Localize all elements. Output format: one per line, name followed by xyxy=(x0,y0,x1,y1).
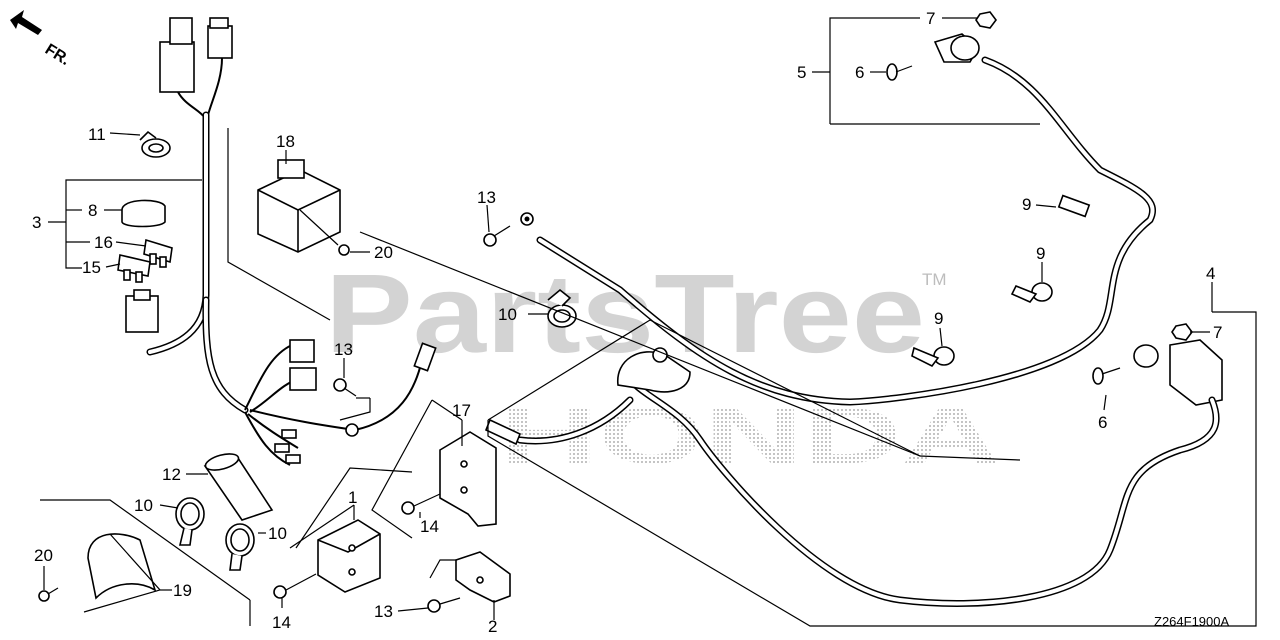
screw-part-20-a xyxy=(38,587,59,602)
clip-part-9-a xyxy=(1057,194,1091,218)
callout: 9 xyxy=(1022,195,1031,214)
callout: 8 xyxy=(88,201,97,220)
callout: 6 xyxy=(1098,413,1107,432)
callout: 7 xyxy=(926,9,935,28)
clamp-part-10-b xyxy=(225,523,255,571)
front-arrow-icon: FR. xyxy=(10,10,73,69)
callout: 1 xyxy=(348,488,357,507)
callout: 6 xyxy=(855,63,864,82)
bracket-part-1 xyxy=(317,519,381,593)
sleeve-part-12 xyxy=(203,453,274,521)
callout: 13 xyxy=(477,188,496,207)
clip-part-9-c xyxy=(911,346,955,368)
callout: 12 xyxy=(162,465,181,484)
fuse-part-15 xyxy=(117,254,151,283)
bolt-part-14-b xyxy=(273,573,317,599)
watermark-honda: HONDA xyxy=(500,391,1000,480)
callout: 10 xyxy=(134,496,153,515)
callout: 2 xyxy=(488,617,497,636)
bracket-part-2 xyxy=(455,551,511,603)
callout: 4 xyxy=(1206,264,1215,283)
callout: 10 xyxy=(498,305,517,324)
cover-part-19 xyxy=(87,533,157,600)
clip-part-9-b xyxy=(1010,282,1053,303)
fuse-part-16 xyxy=(143,238,173,268)
callout: 11 xyxy=(88,125,106,144)
callout: 17 xyxy=(452,401,471,420)
clamp-part-10-a xyxy=(175,497,205,546)
battery-cable-part-4 xyxy=(484,339,1223,607)
callout: 20 xyxy=(34,546,53,565)
callouts: 7 5 6 11 18 3 8 16 15 13 20 10 9 9 9 13 … xyxy=(32,9,1222,636)
bolt-part-6-a xyxy=(886,63,913,81)
fuse-cap-part-8 xyxy=(121,199,166,228)
bracket-part-17 xyxy=(439,431,497,527)
watermark-trademark: TM xyxy=(922,270,947,289)
clamp-part-11 xyxy=(139,130,171,158)
leader-lines xyxy=(40,17,1257,627)
wire-harness xyxy=(125,17,437,466)
nut-part-7-a xyxy=(975,11,997,29)
bolt-part-13-b xyxy=(333,378,357,397)
bolt-part-13-a xyxy=(483,225,511,247)
nut-part-7-b xyxy=(1171,323,1193,341)
bolt-part-14-a xyxy=(401,493,441,515)
callout: 13 xyxy=(334,340,353,359)
callout: 20 xyxy=(374,243,393,262)
battery-cable-part-5 xyxy=(520,33,1156,406)
bolt-part-13-c xyxy=(427,597,461,613)
callout: 15 xyxy=(82,258,101,277)
svg-text:FR.: FR. xyxy=(42,41,73,69)
callout: 7 xyxy=(1213,323,1222,342)
control-module-part-18 xyxy=(257,159,350,256)
callout: 16 xyxy=(94,233,113,252)
callout: 19 xyxy=(173,581,192,600)
bolt-part-6-b xyxy=(1092,367,1121,385)
callout: 18 xyxy=(276,132,295,151)
callout: 10 xyxy=(268,524,287,543)
callout: 14 xyxy=(272,613,291,632)
watermark-partstree: PartsTree xyxy=(325,251,925,376)
callout: 13 xyxy=(374,602,393,621)
callout: 9 xyxy=(934,309,943,328)
callout: 9 xyxy=(1036,244,1045,263)
callout: 3 xyxy=(32,213,41,232)
callout: 14 xyxy=(420,517,439,536)
diagram-code: Z264F1900A xyxy=(1154,614,1229,629)
callout: 5 xyxy=(797,63,806,82)
